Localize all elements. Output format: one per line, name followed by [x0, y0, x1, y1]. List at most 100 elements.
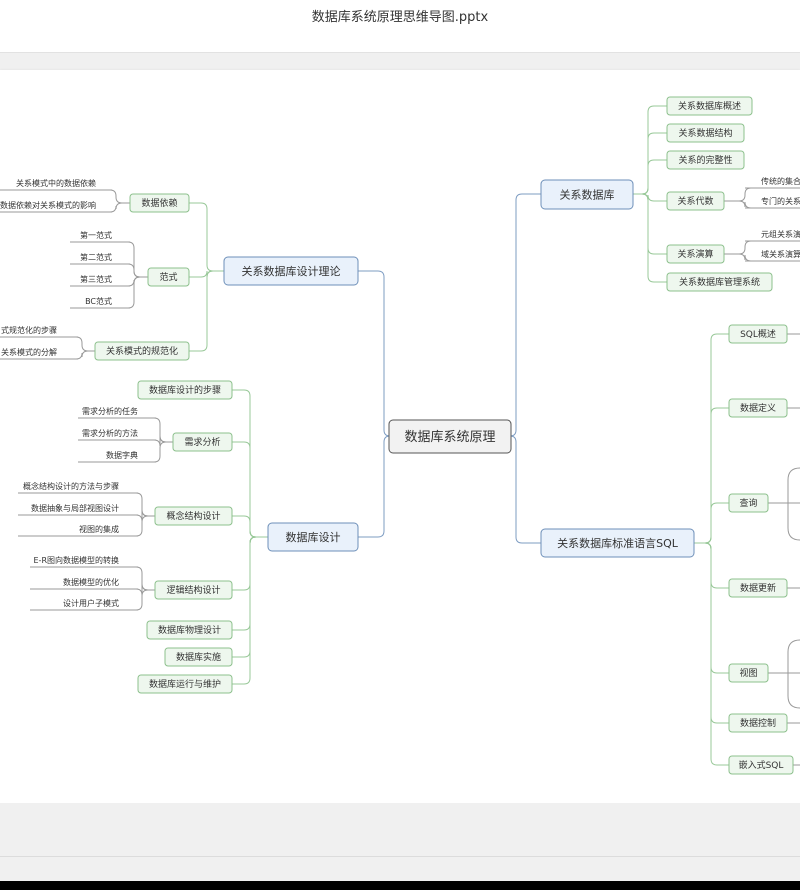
connector-leaf	[135, 515, 155, 537]
bracket-query	[768, 467, 800, 541]
node-design-3[interactable]: 逻辑结构设计	[154, 580, 233, 600]
connector-leaf	[724, 253, 760, 262]
node-theory-2[interactable]: 关系模式的规范化	[94, 341, 190, 361]
branch-design-theory-box	[223, 256, 359, 286]
leaf-theory-1-0: 第一范式	[80, 230, 112, 240]
node-relational-5-label: 关系数据库管理系统	[679, 276, 760, 288]
leaf-relational-4-0: 元组关系演	[761, 229, 800, 239]
connector-leaf	[724, 200, 760, 209]
leaf-design-3-2: 设计用户子模式	[63, 598, 119, 608]
node-sql-5[interactable]: 数据控制	[728, 713, 788, 733]
node-sql-0-label: SQL概述	[740, 328, 776, 340]
node-relational-4[interactable]: 关系演算	[666, 244, 725, 264]
connector-leaf	[75, 336, 95, 352]
slide-gap-area	[0, 803, 800, 881]
connector-design-6	[232, 536, 268, 685]
node-relational-5-box	[666, 272, 773, 292]
branch-db-design[interactable]: 数据库设计	[267, 522, 359, 552]
node-sql-1[interactable]: 数据定义	[728, 398, 788, 418]
node-sql-0-box	[728, 324, 788, 344]
toolbar-strip	[0, 52, 800, 71]
node-sql-6-box	[728, 755, 794, 775]
root-node-label: 数据库系统原理	[404, 429, 495, 445]
node-design-2[interactable]: 概念结构设计	[154, 506, 233, 526]
node-sql-2[interactable]: 查询	[728, 493, 769, 513]
connector-leaf	[109, 189, 130, 204]
node-sql-3-label: 数据更新	[740, 582, 776, 594]
branch-sql[interactable]: 关系数据库标准语言SQL	[540, 528, 695, 558]
node-design-5-label: 数据库实施	[176, 651, 221, 663]
node-design-6[interactable]: 数据库运行与维护	[137, 674, 233, 694]
branch-design-theory-label: 关系数据库设计理论	[242, 264, 341, 278]
node-relational-4-box	[666, 244, 725, 264]
connector-sql-6	[694, 542, 729, 766]
node-relational-2[interactable]: 关系的完整性	[666, 150, 745, 170]
node-relational-0-label: 关系数据库概述	[678, 100, 741, 112]
node-sql-4[interactable]: 视图	[728, 663, 769, 683]
node-theory-1[interactable]: 范式	[147, 267, 190, 287]
node-relational-1[interactable]: 关系数据结构	[666, 123, 745, 143]
slide-canvas: 数据库系统原理 关系数据库 关系数据库概述关系数据结构关系的完整性关系代数关系演算关…	[0, 70, 800, 803]
node-design-5[interactable]: 数据库实施	[164, 647, 233, 667]
leaf-relational-3-1: 专门的关系	[761, 196, 800, 206]
branch-design-theory[interactable]: 关系数据库设计理论	[223, 256, 359, 286]
node-relational-3[interactable]: 关系代数	[666, 191, 725, 211]
connector-root-theory	[358, 270, 391, 437]
connector-relational-3	[633, 193, 667, 202]
connector-leaf	[127, 263, 148, 278]
node-sql-5-label: 数据控制	[740, 717, 776, 729]
leaf-relational-4-1: 域关系演算	[761, 249, 800, 259]
connector-theory-1	[189, 270, 224, 278]
connector-leaf	[127, 276, 148, 309]
connector-theory-2	[189, 270, 224, 352]
node-relational-5[interactable]: 关系数据库管理系统	[666, 272, 773, 292]
branch-relational-db-box	[540, 179, 634, 210]
root-node[interactable]: 数据库系统原理	[388, 419, 512, 454]
node-sql-0[interactable]: SQL概述	[728, 324, 788, 344]
connector-leaf	[135, 492, 155, 517]
node-relational-0[interactable]: 关系数据库概述	[666, 96, 753, 116]
connector-leaf	[153, 435, 173, 447]
branch-relational-db[interactable]: 关系数据库	[540, 179, 634, 210]
leaf-theory-1-1: 第二范式	[80, 252, 112, 262]
branch-db-design-label: 数据库设计	[286, 530, 341, 544]
node-relational-1-box	[666, 123, 745, 143]
leaf-theory-1-3: BC范式	[85, 296, 112, 306]
node-relational-0-box	[666, 96, 753, 116]
connector-leaf	[127, 241, 148, 278]
node-design-1-label: 需求分析	[184, 436, 220, 448]
document-title: 数据库系统原理思维导图.pptx	[311, 10, 489, 25]
node-sql-6[interactable]: 嵌入式SQL	[728, 755, 794, 775]
connector-leaf	[75, 350, 95, 360]
node-design-6-box	[137, 674, 233, 694]
leaf-design-3-0: E-R图向数据模型的转换	[34, 555, 120, 565]
node-design-0-label: 数据库设计的步骤	[149, 384, 221, 396]
node-design-5-box	[164, 647, 233, 667]
node-sql-6-label: 嵌入式SQL	[739, 759, 784, 771]
leaf-design-3-1: 数据模型的优化	[63, 577, 119, 587]
node-design-4-box	[146, 620, 233, 640]
connector-leaf	[135, 566, 155, 591]
connector-leaf	[724, 240, 760, 255]
node-theory-0[interactable]: 数据依赖	[129, 193, 190, 213]
leaf-theory-2-1: 关系模式的分解	[1, 347, 57, 357]
leaf-design-2-2: 视图的集成	[79, 524, 119, 534]
node-sql-2-label: 查询	[739, 497, 757, 509]
node-theory-1-box	[147, 267, 190, 287]
node-sql-2-box	[728, 493, 769, 513]
node-design-1-box	[172, 432, 233, 452]
node-design-2-label: 概念结构设计	[166, 510, 220, 522]
connector-leaf	[127, 276, 148, 287]
node-theory-2-label: 关系模式的规范化	[106, 345, 178, 357]
bracket-view	[768, 639, 800, 709]
connector-leaf	[153, 417, 173, 443]
connector-relational-2	[633, 159, 667, 195]
node-sql-3[interactable]: 数据更新	[728, 578, 788, 598]
root-node-box	[388, 419, 512, 454]
node-design-4[interactable]: 数据库物理设计	[146, 620, 233, 640]
node-design-1[interactable]: 需求分析	[172, 432, 233, 452]
node-design-0[interactable]: 数据库设计的步骤	[137, 380, 233, 400]
connector-relational-0	[633, 105, 667, 195]
node-relational-2-label: 关系的完整性	[678, 154, 732, 166]
node-design-3-label: 逻辑结构设计	[166, 584, 220, 596]
